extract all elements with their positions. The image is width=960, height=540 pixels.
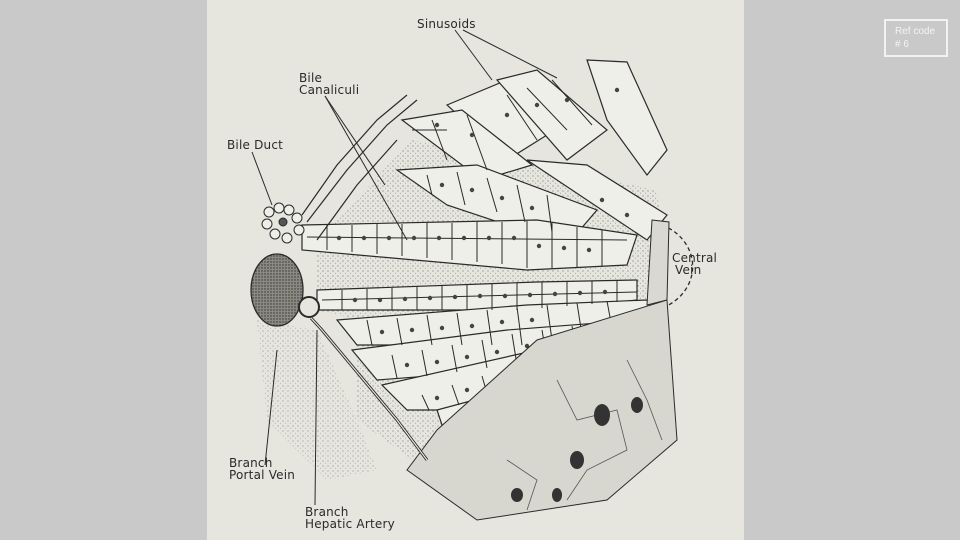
central-vein-label-line2: Vein xyxy=(675,263,702,277)
portal-vein-label-line1: Branch xyxy=(229,456,273,470)
sinusoids-label: Sinusoids xyxy=(417,17,476,31)
portal-vein-label-line2: Portal Vein xyxy=(229,468,296,482)
hepatic-artery-label-line1: Branch xyxy=(305,505,349,519)
bile-duct-cluster xyxy=(261,202,305,244)
cut-face-block xyxy=(406,299,678,521)
central-vein-label-line1: Central xyxy=(672,251,718,265)
lobule-drawing xyxy=(250,29,694,521)
label-leaders xyxy=(251,29,558,506)
portal-vein-branch xyxy=(250,253,304,327)
hepatic-artery-branch xyxy=(298,296,320,318)
central-vein-outline xyxy=(661,224,694,309)
ref-code-number: # 6 xyxy=(895,39,909,50)
bile-canaliculi-label-line1: Bile xyxy=(299,71,323,85)
bile-duct-label: Bile Duct xyxy=(227,138,284,152)
liver-lobule-illustration: Sinusoids Bile Canaliculi Bile Duct Cent… xyxy=(207,0,744,540)
hepatic-artery-label-line2: Hepatic Artery xyxy=(305,517,395,531)
ref-code-label: Ref code xyxy=(895,26,936,37)
ref-code-box: Ref code # 6 xyxy=(884,19,948,57)
bile-canaliculi-label-line2: Canaliculi xyxy=(299,83,360,97)
